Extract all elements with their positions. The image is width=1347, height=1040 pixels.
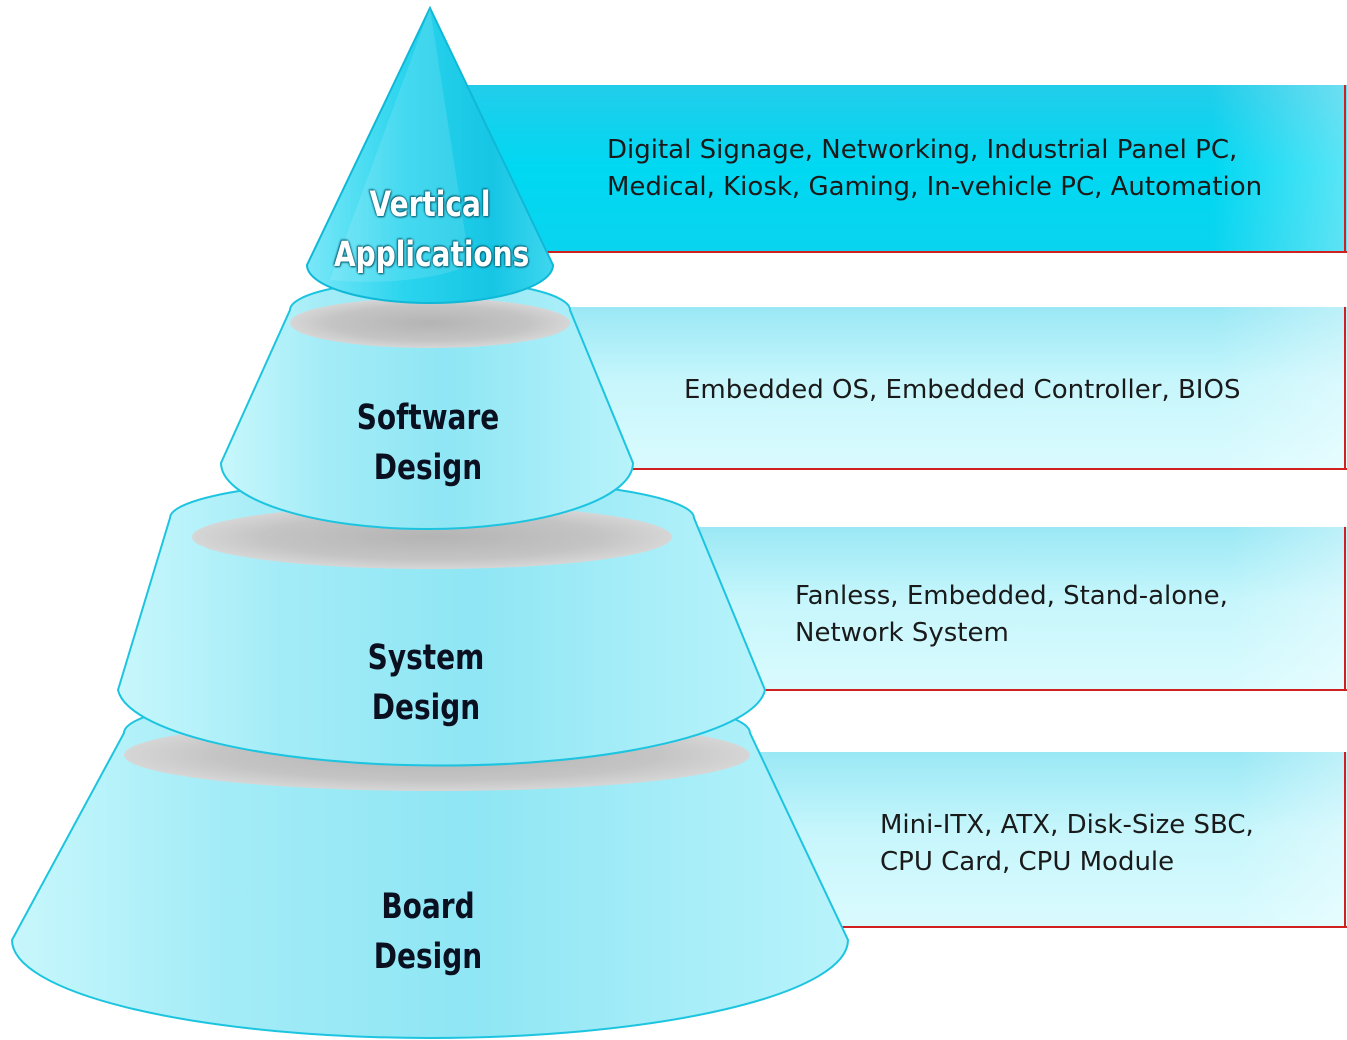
band-software [480,307,1347,470]
tier-label-vertical-line2: Applications [334,235,530,275]
tier-software-shape [219,279,635,530]
tier-label-software: Software Design [340,393,516,493]
band-text-system: Fanless, Embedded, Stand-alone, Network … [795,578,1228,652]
band-text-vertical-line1: Digital Signage, Networking, Industrial … [607,135,1238,165]
tier-label-board-line2: Design [373,937,483,977]
tier-label-software-line2: Design [373,448,483,488]
tier-label-system-line1: System [367,638,485,678]
band-vertical [440,85,1347,253]
band-text-vertical: Digital Signage, Networking, Industrial … [607,132,1262,206]
band-text-board-line2: CPU Card, CPU Module [880,847,1175,877]
tier-system-shape [116,477,767,767]
tier-label-system: System Design [338,633,514,733]
band-text-software-line1: Embedded OS, Embedded Controller, BIOS [684,375,1241,405]
tier-label-vertical-line1: Vertical [369,185,491,225]
band-text-system-line2: Network System [795,618,1009,648]
band-text-vertical-line2: Medical, Kiosk, Gaming, In-vehicle PC, A… [607,172,1263,202]
tier-label-software-line1: Software [356,398,500,438]
tier-label-board-line1: Board [381,887,475,927]
tier-vertical-cone [305,5,555,304]
tier-label-board: Board Design [340,882,516,982]
band-text-system-line1: Fanless, Embedded, Stand-alone, [795,581,1228,611]
band-text-board-line1: Mini-ITX, ATX, Disk-Size SBC, [880,810,1254,840]
band-text-board: Mini-ITX, ATX, Disk-Size SBC, CPU Card, … [880,807,1254,881]
tier-label-vertical: Vertical Applications [334,180,530,280]
band-text-software: Embedded OS, Embedded Controller, BIOS [684,372,1240,409]
tier-label-system-line2: Design [371,688,481,728]
